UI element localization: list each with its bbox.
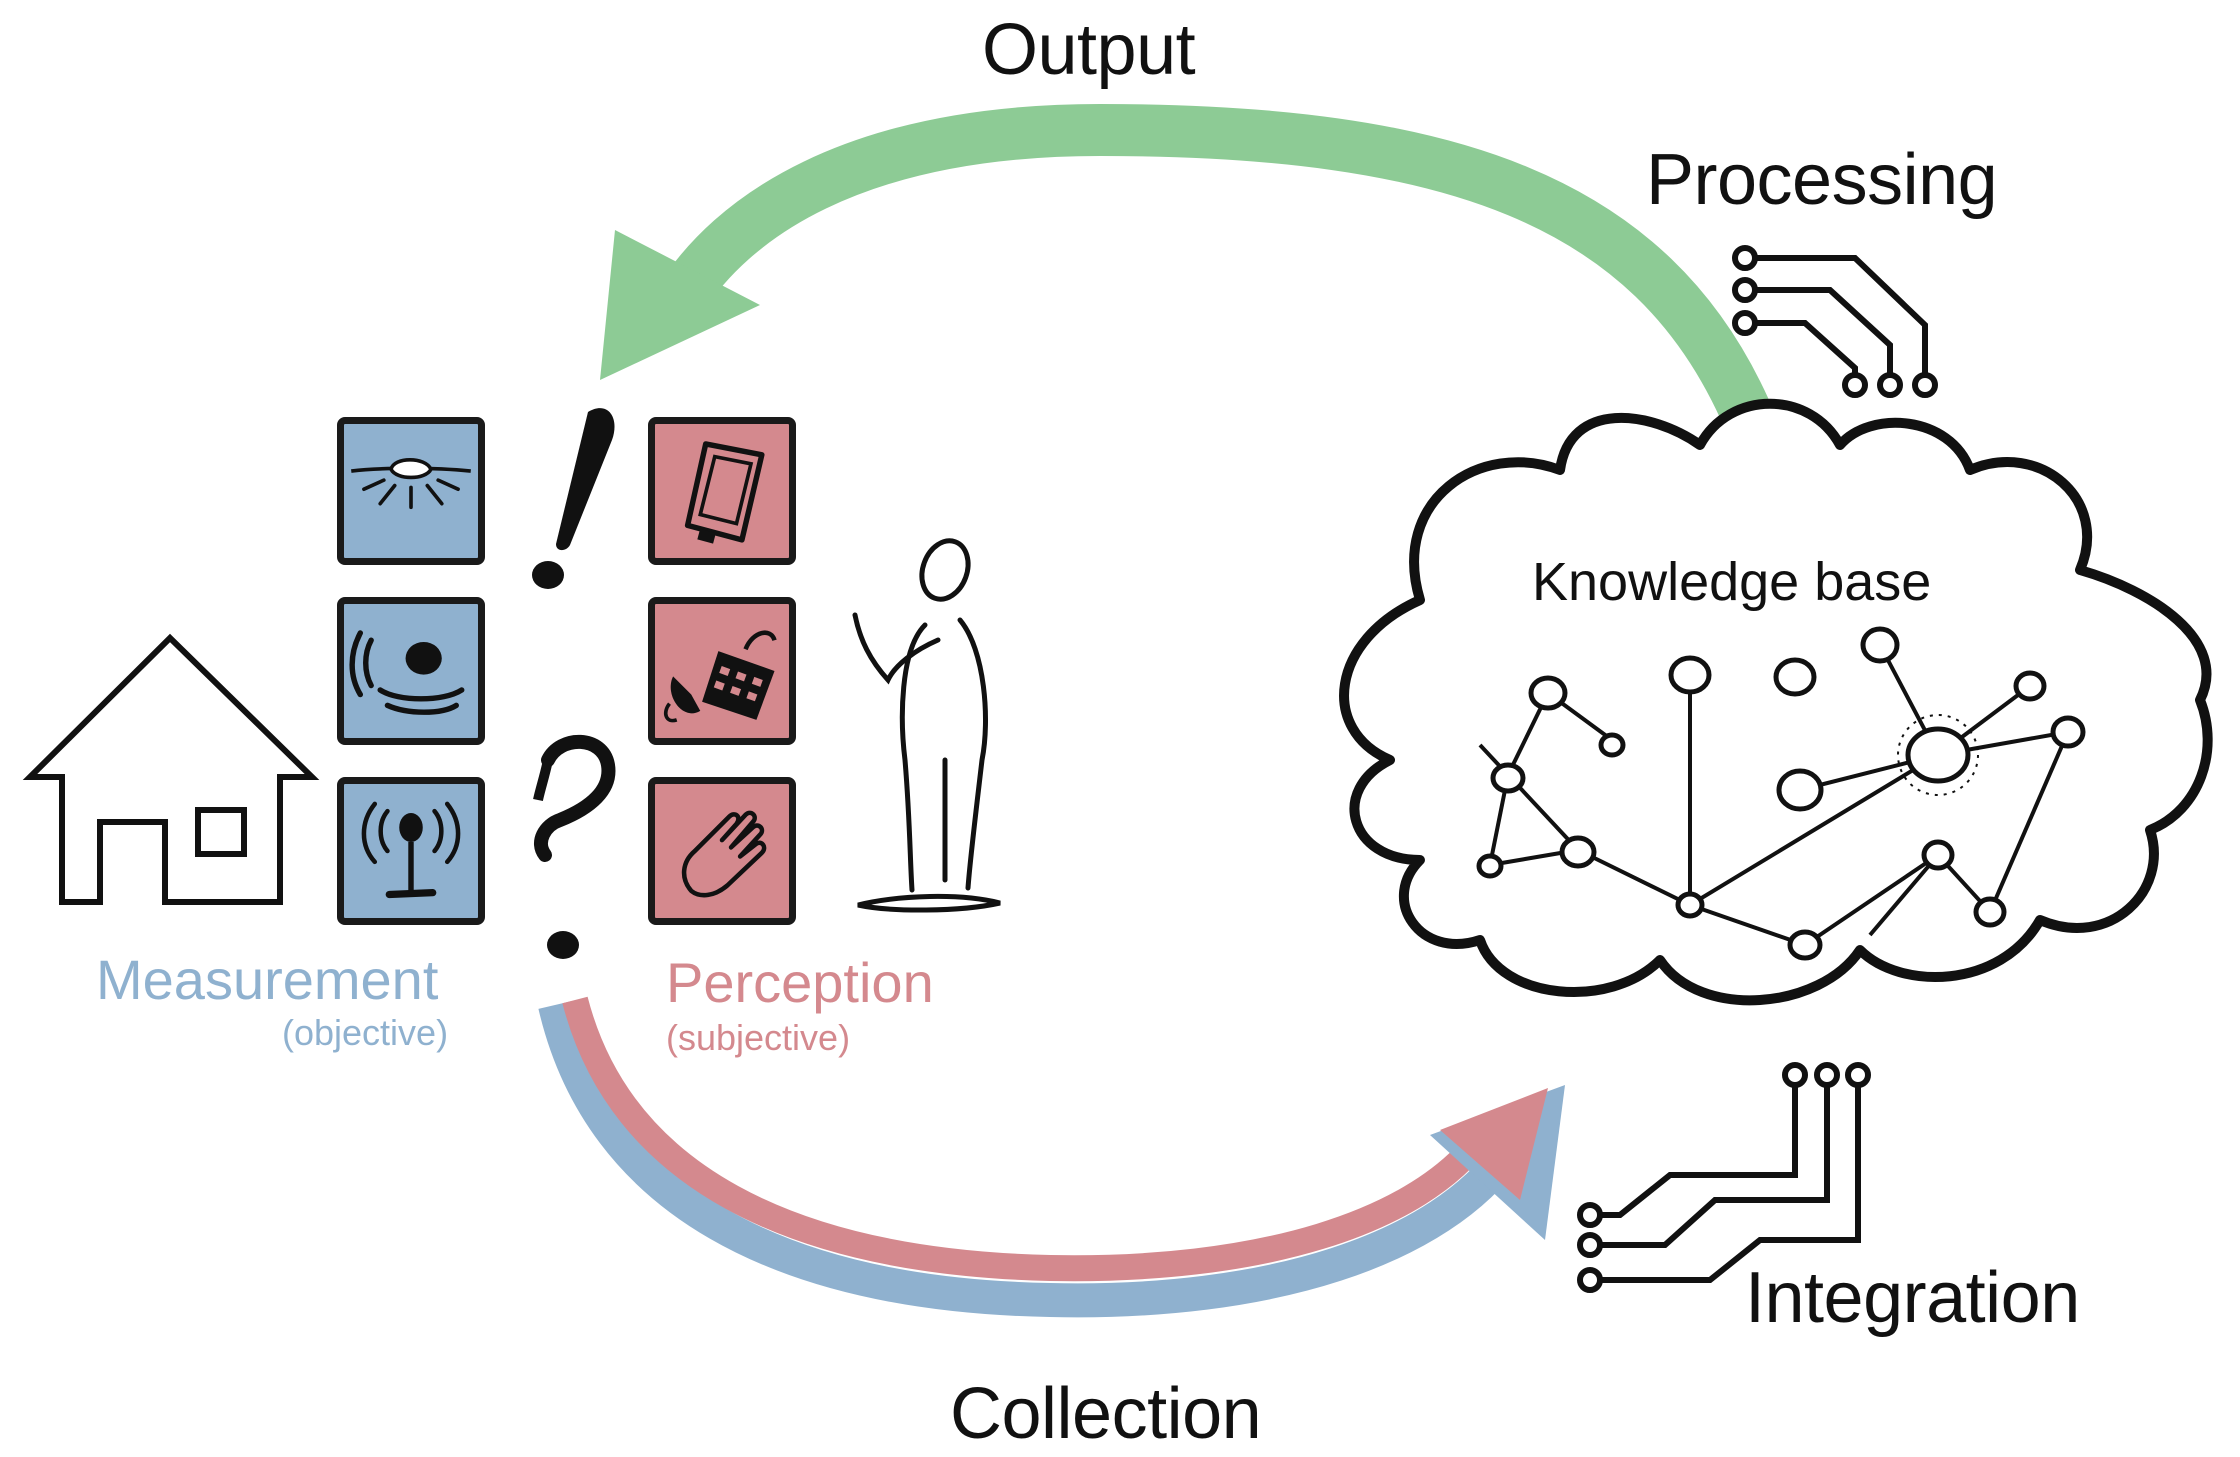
integration-circuit-icon — [1577, 1062, 1871, 1293]
knowledge-base-label: Knowledge base — [1532, 552, 1932, 612]
sound-sensor-icon — [349, 630, 465, 715]
integration-label: Integration — [1745, 1258, 2080, 1338]
highlighted-node-glow — [1897, 714, 1979, 796]
person-icon — [852, 538, 1001, 913]
ceiling-light-icon — [351, 457, 471, 510]
processing-circuit-icon — [1732, 245, 1938, 398]
perception-subtitle: (subjective) — [666, 1017, 851, 1058]
processing-label: Processing — [1646, 140, 1998, 220]
knowledge-network-nodes — [1476, 626, 2086, 961]
exclamation-mark-icon — [532, 408, 615, 589]
tablet-icon — [684, 441, 765, 544]
telephone-icon — [663, 630, 777, 723]
tile-antenna-sensor — [337, 777, 485, 925]
tile-sound-sensor — [337, 597, 485, 745]
tile-telephone — [648, 597, 796, 745]
knowledge-cloud — [1339, 398, 2213, 1006]
output-label: Output — [982, 10, 1196, 90]
house-icon — [22, 633, 320, 905]
measurement-subtitle: (objective) — [282, 1012, 449, 1053]
output-arrow — [600, 103, 1769, 421]
tile-tablet — [648, 417, 796, 565]
tile-hand — [648, 777, 796, 925]
collection-label: Collection — [950, 1374, 1262, 1454]
perception-label: Perception — [666, 951, 934, 1014]
question-mark-icon — [533, 734, 616, 959]
tile-ceiling-light — [337, 417, 485, 565]
antenna-sensor-icon — [361, 801, 461, 899]
hand-icon — [681, 810, 767, 898]
measurement-label: Measurement — [96, 948, 439, 1011]
collection-arrow — [538, 996, 1565, 1318]
